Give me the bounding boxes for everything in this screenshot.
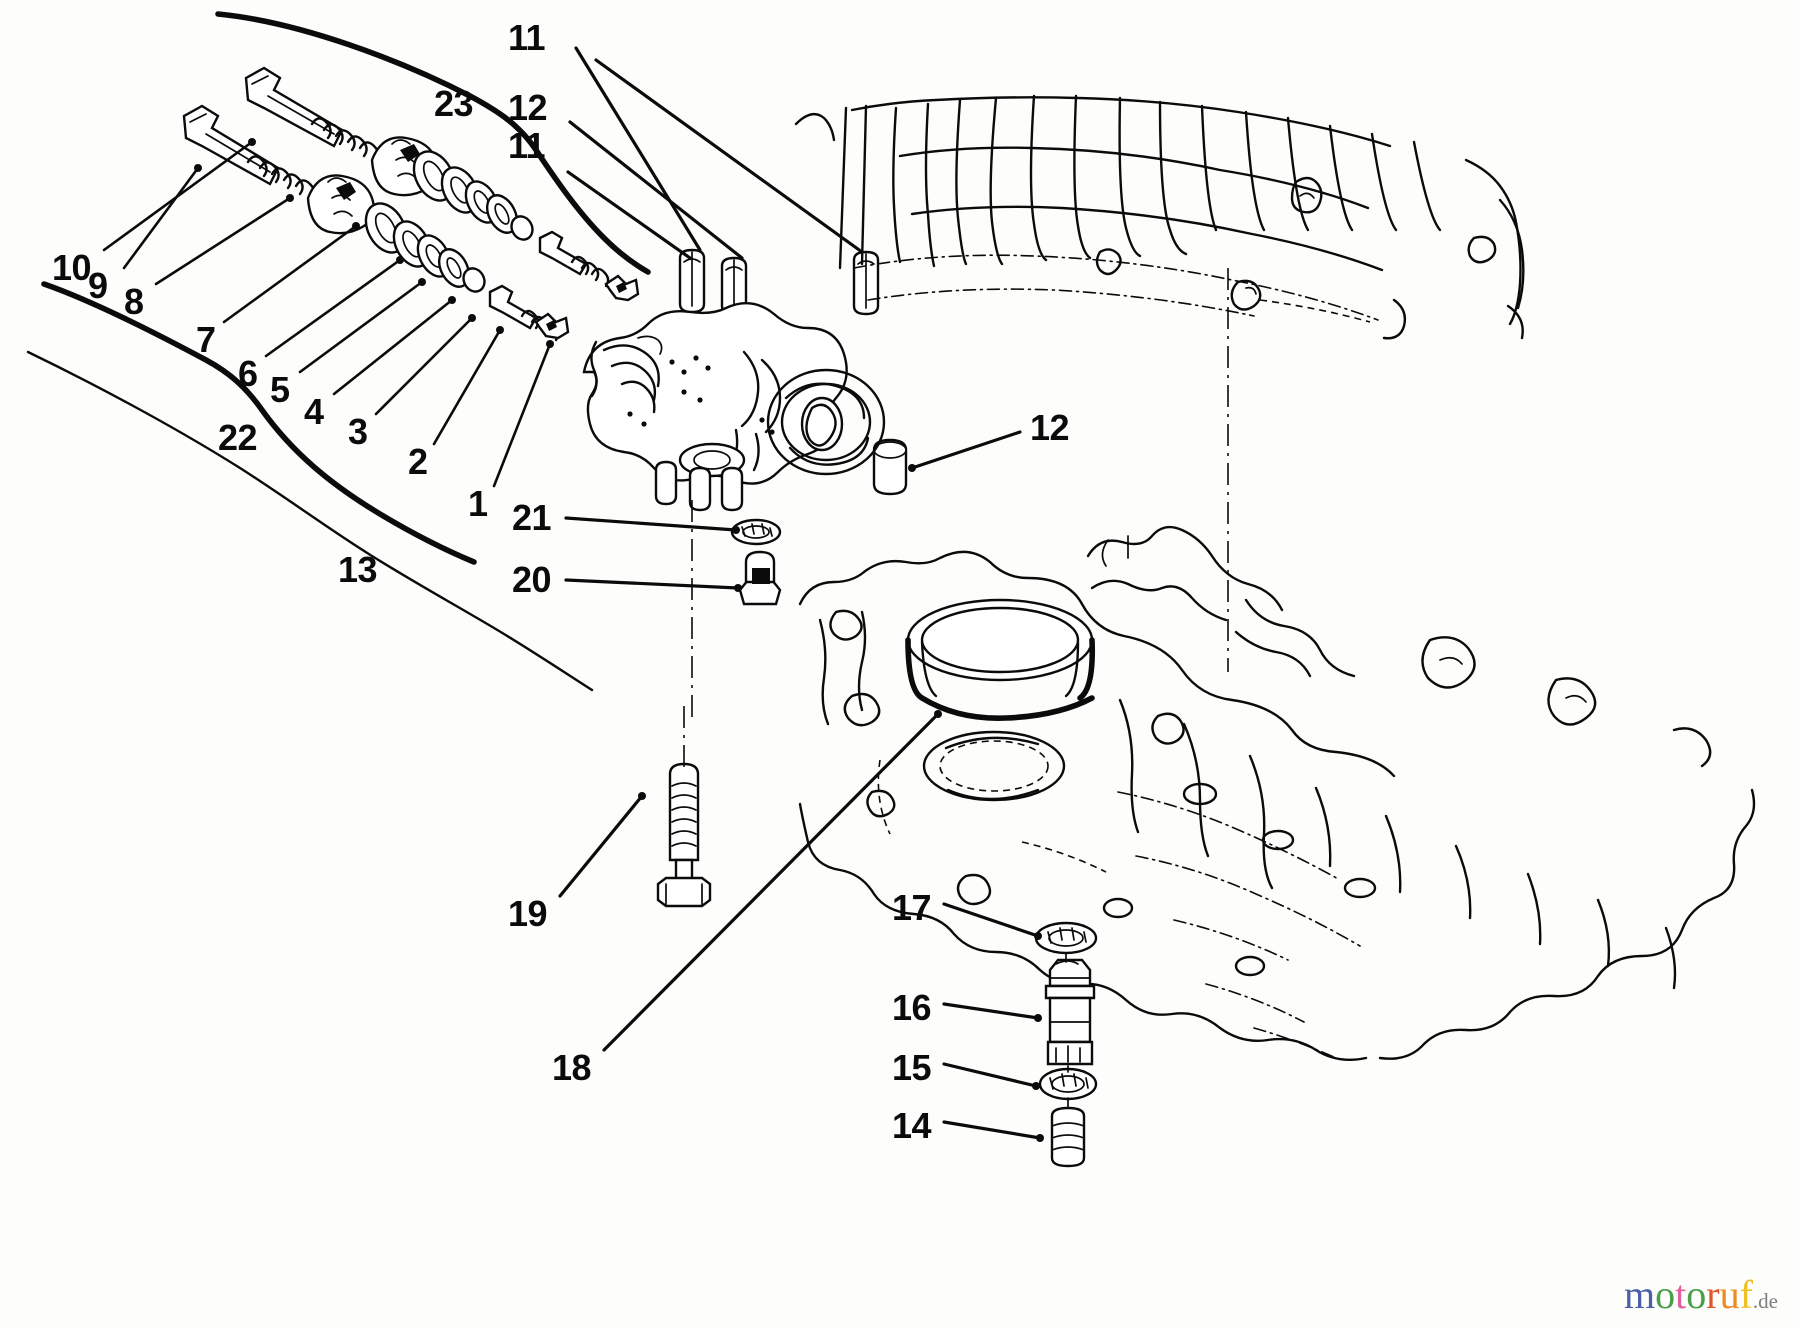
part-dowel-pin-11b: [852, 250, 880, 316]
part-rings-upper: [412, 150, 534, 241]
part-valve-lower: [306, 174, 375, 235]
callout-14: 14: [892, 1105, 932, 1146]
callout-12-upper: 12: [508, 87, 548, 128]
watermark-letter-o1: o: [1655, 1272, 1676, 1317]
part-clip-upper: [604, 274, 640, 302]
part-bolt-lower: [182, 104, 280, 186]
part-washer-15: [1038, 1067, 1098, 1101]
callout-9: 9: [88, 265, 108, 306]
callout-20: 20: [512, 559, 552, 600]
group-bracket-22: [41, 281, 477, 565]
part-valve-16: [1044, 958, 1096, 1066]
watermark-letter-u: u: [1719, 1272, 1740, 1317]
watermark-letter-f: f: [1739, 1272, 1753, 1317]
watermark-letter-o2: o: [1686, 1272, 1707, 1317]
callout-3: 3: [348, 411, 368, 452]
callout-4: 4: [304, 391, 324, 432]
part-washer-17: [1034, 921, 1098, 955]
callout-13: 13: [338, 549, 378, 590]
part-clip-lower: [534, 312, 570, 340]
callout-6: 6: [238, 353, 258, 394]
callout-16: 16: [892, 987, 932, 1028]
callout-12-right: 12: [1030, 407, 1070, 448]
part-washer-21: [730, 518, 782, 546]
callout-19: 19: [508, 893, 548, 934]
watermark-letter-t: t: [1675, 1272, 1687, 1317]
watermark-letter-m: m: [1624, 1272, 1656, 1317]
callout-1: 1: [468, 483, 488, 524]
callout-8: 8: [124, 281, 144, 322]
watermark-letter-r: r: [1706, 1272, 1720, 1317]
callout-11-lower: 11: [508, 125, 546, 166]
engine-housing-upper: [794, 94, 1525, 340]
callout-15: 15: [892, 1047, 932, 1088]
hydro-pump-body: [582, 302, 886, 512]
part-bolt-upper: [244, 66, 344, 148]
group-bracket-13: [26, 350, 594, 692]
part-plug-20: [738, 550, 782, 606]
callout-2: 2: [408, 441, 428, 482]
part-plug-14: [1050, 1106, 1086, 1168]
parts-row-upper: [244, 66, 640, 302]
leader-lines: [102, 46, 1044, 1142]
callout-18: 18: [552, 1047, 592, 1088]
part-dowel-pin-11a: [678, 248, 706, 314]
part-screw-lower: [488, 284, 538, 330]
part-bushing-12b: [872, 438, 908, 496]
part-rings-lower: [364, 202, 486, 293]
callout-7: 7: [196, 319, 216, 360]
callout-17: 17: [892, 887, 932, 928]
callout-22: 22: [218, 417, 258, 458]
group-bracket-23: [215, 11, 651, 275]
motoruf-watermark: motoruf.de: [1624, 1275, 1778, 1315]
callout-11-upper: 11: [508, 17, 546, 58]
case-bore-collar: [905, 598, 1096, 721]
part-screw-upper: [538, 230, 588, 276]
callout-21: 21: [512, 497, 552, 538]
case-inner-recess: [922, 730, 1066, 802]
watermark-tld: .de: [1752, 1289, 1778, 1313]
callout-23: 23: [434, 83, 474, 124]
callout-10: 10: [52, 247, 92, 288]
part-long-bolt-19: [656, 762, 712, 908]
callout-5: 5: [270, 369, 290, 410]
parts-row-lower: [182, 104, 570, 342]
transmission-case-lower: [798, 525, 1756, 1061]
